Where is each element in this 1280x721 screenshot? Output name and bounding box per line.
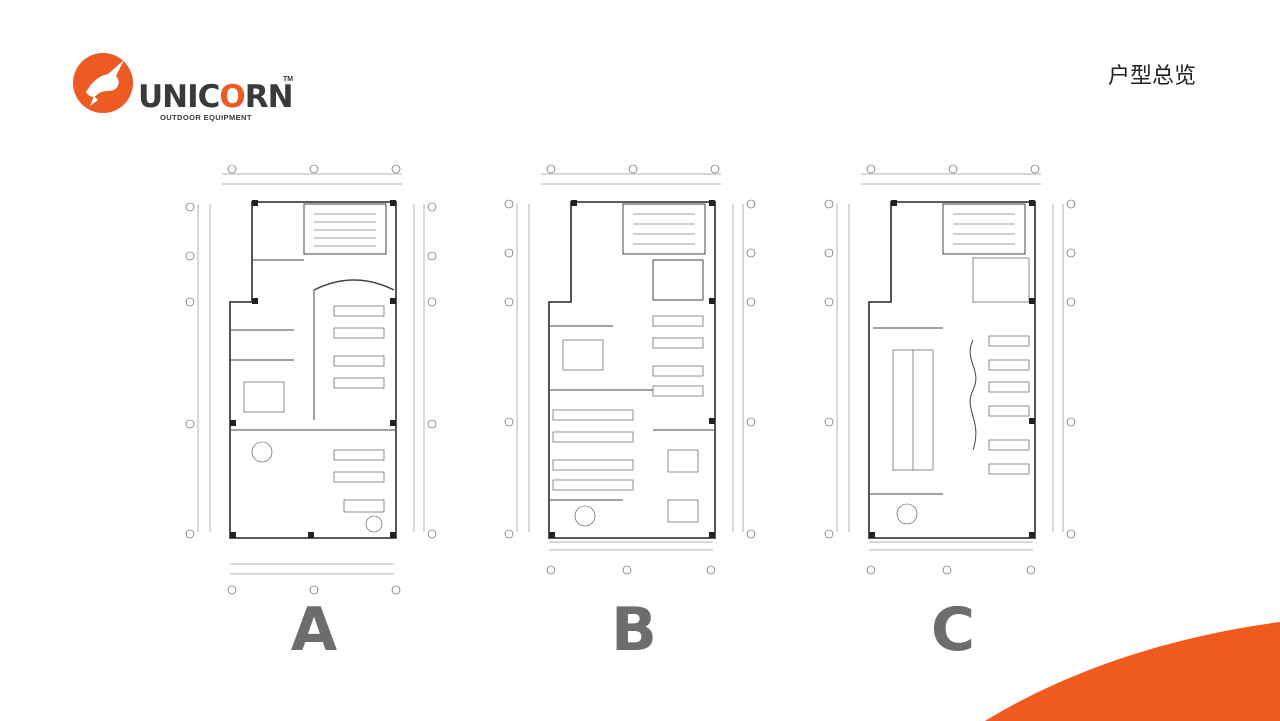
brand-tagline: OUTDOOR EQUIPMENT bbox=[160, 113, 252, 122]
brand-name-post: RN bbox=[244, 79, 294, 115]
brand-logo: UNICORN TM OUTDOOR EQUIPMENT bbox=[72, 52, 302, 126]
unicorn-logo-icon bbox=[73, 53, 133, 113]
brand-name-o: O bbox=[219, 79, 245, 115]
brand-wordmark: UNICORN bbox=[138, 79, 294, 115]
floor-plan-b-drawing bbox=[504, 164, 756, 575]
plan-label-a: A bbox=[290, 595, 338, 665]
page-title: 户型总览 bbox=[1107, 64, 1196, 89]
plan-label-c: C bbox=[930, 595, 976, 665]
floor-plan-c bbox=[823, 160, 1077, 598]
brand-name-pre: UNIC bbox=[138, 79, 220, 115]
floor-plan-a bbox=[184, 160, 438, 598]
floor-plan-a-drawing bbox=[185, 164, 437, 595]
floor-plan-c-drawing bbox=[824, 164, 1076, 575]
floor-plan-b bbox=[503, 160, 757, 598]
trademark-mark: TM bbox=[283, 76, 294, 83]
plan-label-b: B bbox=[611, 595, 657, 665]
